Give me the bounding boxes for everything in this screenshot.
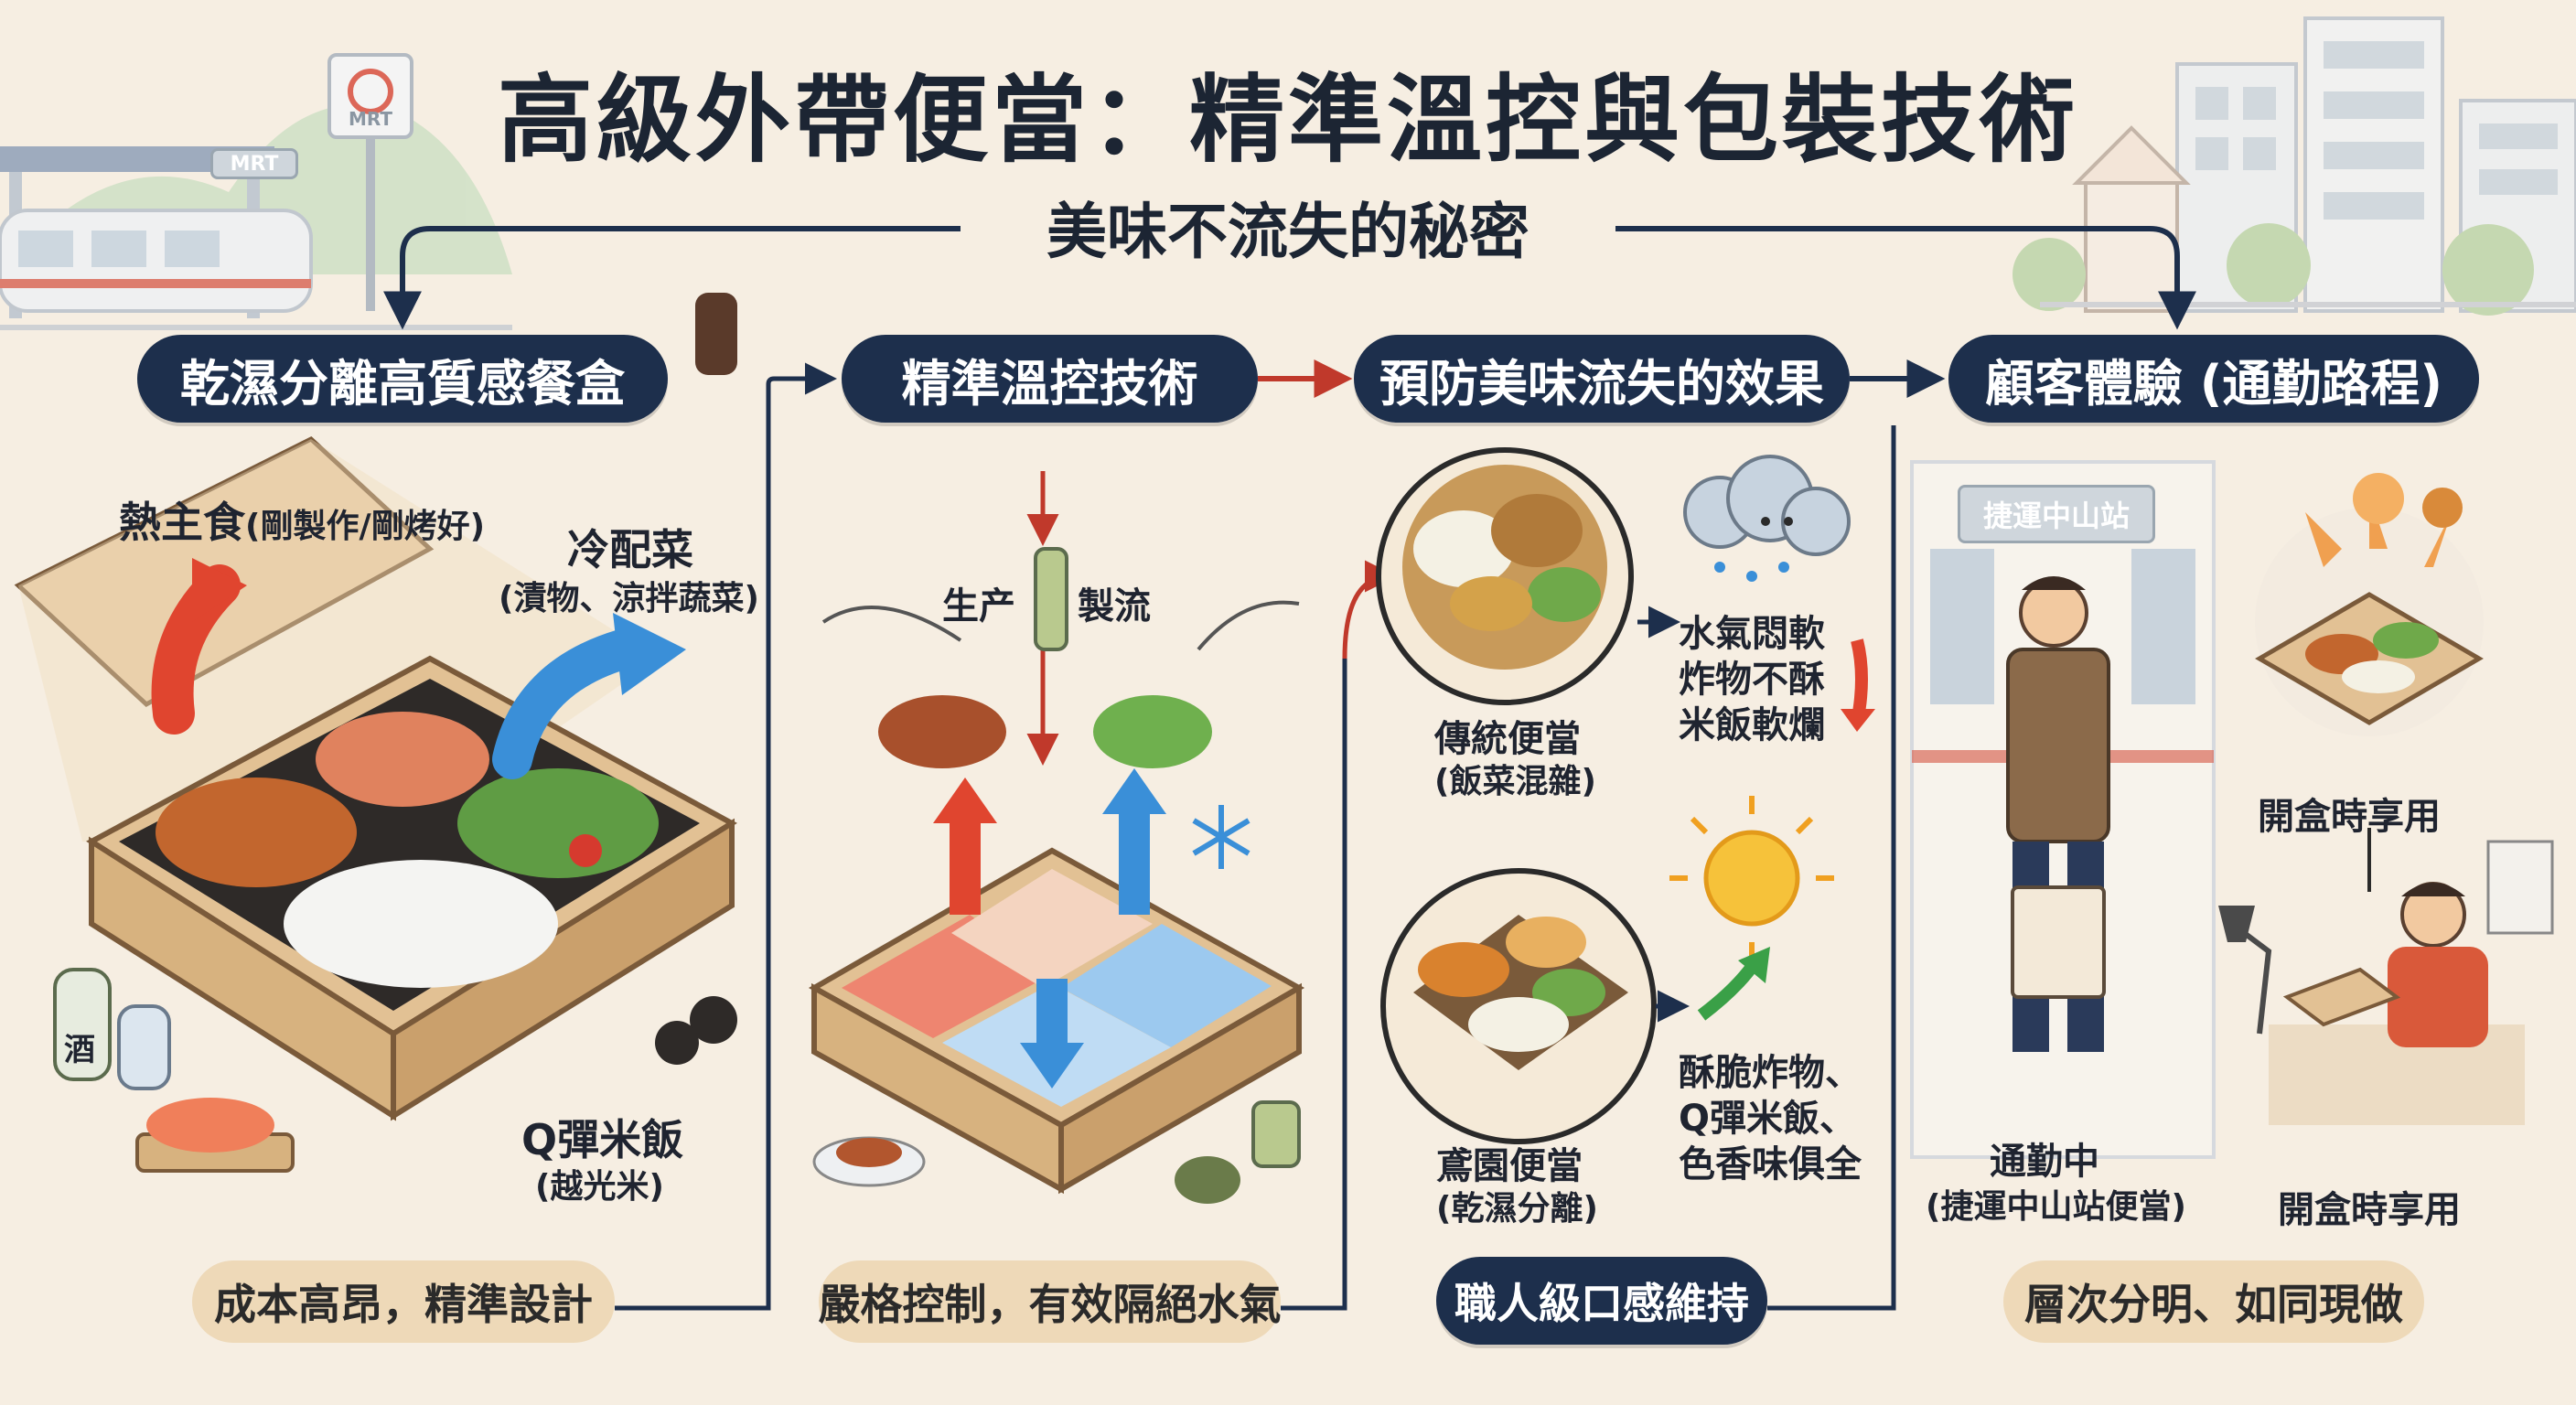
traditional-effect-1: 水氣悶軟 bbox=[1679, 613, 1825, 655]
open-box-label-top: 開盒時享用 bbox=[2258, 796, 2441, 838]
flow-left-label: 生产 bbox=[942, 585, 1015, 627]
premium-bento-note: (乾濕分離) bbox=[1436, 1190, 1598, 1228]
commute-title: 通勤中 bbox=[1990, 1141, 2099, 1183]
flow-right-label: 製流 bbox=[1078, 585, 1151, 627]
open-box-label-bottom: 開盒時享用 bbox=[2278, 1189, 2461, 1231]
enjoy-scene-top bbox=[2255, 473, 2484, 736]
city-scene bbox=[2012, 16, 2576, 316]
cold-side-title: 冷配菜 bbox=[567, 525, 693, 574]
traditional-effect-2: 炸物不酥 bbox=[1679, 659, 1825, 701]
mrt-scene bbox=[0, 53, 512, 330]
footer-layered-fresh: 層次分明、如同現做 bbox=[2003, 1260, 2424, 1343]
hot-main-label: 熱主食(剛製作/剛烤好) bbox=[119, 489, 485, 550]
premium-bento bbox=[1380, 796, 1834, 1144]
premium-effect-3: 色香味俱全 bbox=[1679, 1143, 1862, 1185]
bento-box-large bbox=[14, 435, 737, 1121]
footer-strict-control: 嚴格控制，有效隔絕水氣 bbox=[819, 1260, 1282, 1343]
sake-decoration bbox=[53, 293, 737, 1173]
cold-side-note: (漬物、涼拌蔬菜) bbox=[499, 580, 759, 617]
footer-cost-design: 成本高昂，精準設計 bbox=[192, 1260, 615, 1343]
rice-note: (越光米) bbox=[535, 1168, 664, 1206]
footer-craftsman-texture: 職人級口感維持 bbox=[1436, 1257, 1767, 1345]
mrt-logo-sign: MRT bbox=[348, 108, 393, 130]
header-dry-wet-box: 乾濕分離高質感餐盒 bbox=[137, 335, 668, 423]
header-prevent-flavor-loss: 預防美味流失的效果 bbox=[1354, 335, 1850, 423]
temperature-box bbox=[808, 471, 1305, 1204]
page-title: 高級外帶便當：精準溫控與包裝技術 bbox=[497, 64, 2078, 176]
hot-main-note: (剛製作/剛烤好) bbox=[245, 508, 486, 545]
sake-label: 酒 bbox=[64, 1032, 95, 1068]
commute-scene bbox=[1910, 460, 2216, 1159]
hot-main-title: 熱主食 bbox=[119, 498, 245, 547]
mrt-platform-sign: MRT bbox=[210, 148, 298, 179]
traditional-bento bbox=[1376, 447, 1875, 732]
rice-title: Q彈米飯 bbox=[521, 1115, 684, 1164]
premium-effect-2: Q彈米飯、 bbox=[1679, 1098, 1857, 1140]
traditional-bento-title: 傳統便當 bbox=[1434, 718, 1581, 760]
page-subtitle: 美味不流失的秘密 bbox=[961, 183, 1615, 271]
traditional-bento-note: (飯菜混雜) bbox=[1434, 763, 1596, 800]
traditional-effect-3: 米飯軟爛 bbox=[1679, 704, 1825, 746]
premium-bento-title: 鳶園便當 bbox=[1436, 1145, 1583, 1187]
station-sign: 捷運中山站 bbox=[1958, 485, 2155, 543]
commute-note: (捷運中山站便當) bbox=[1926, 1188, 2186, 1226]
header-temperature-control: 精準溫控技術 bbox=[842, 335, 1258, 423]
header-customer-experience: 顧客體驗 (通勤路程) bbox=[1948, 335, 2479, 423]
premium-effect-1: 酥脆炸物、 bbox=[1679, 1052, 1862, 1094]
enjoy-scene-bottom bbox=[2218, 828, 2554, 1125]
